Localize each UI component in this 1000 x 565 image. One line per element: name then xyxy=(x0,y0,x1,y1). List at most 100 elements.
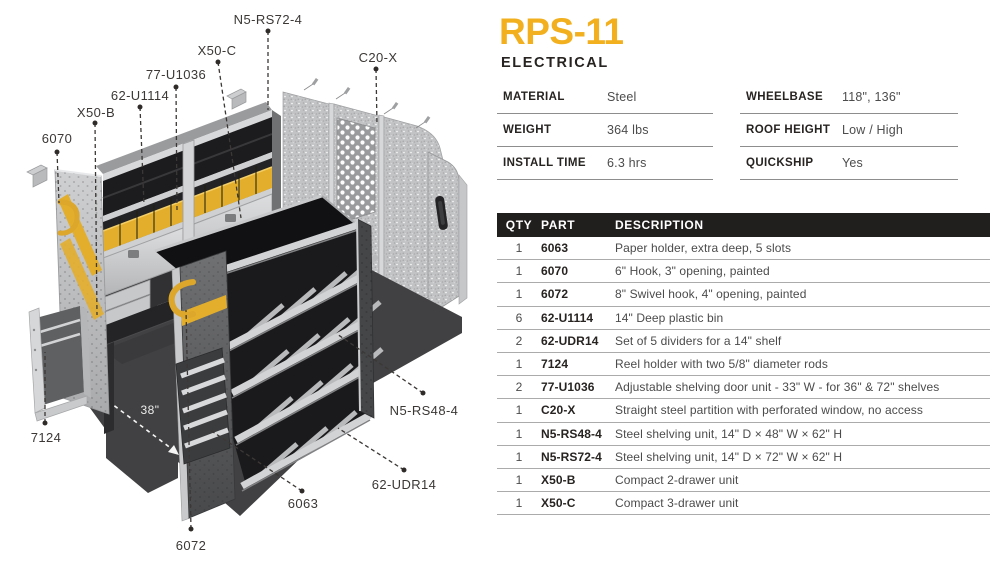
cell-part: 77-U1036 xyxy=(541,380,595,395)
callout-n5-rs72-4: N5-RS72-4 xyxy=(233,12,303,27)
spec-column-left: MATERIAL Steel WEIGHT 364 lbs INSTALL TI… xyxy=(497,81,713,180)
parts-table-body: 1 6063 Paper holder, extra deep, 5 slots… xyxy=(497,237,990,516)
angle-bracket xyxy=(26,88,247,188)
center-upright-panel xyxy=(168,250,236,522)
cell-part: X50-C xyxy=(541,496,576,511)
cell-description: Steel shelving unit, 14" D × 48" W × 62"… xyxy=(615,426,843,441)
callout-77-u1036: 77-U1036 xyxy=(145,67,207,82)
callout-62-u1114: 62-U1114 xyxy=(110,88,170,103)
callout-x50-b: X50-B xyxy=(76,105,116,120)
cell-part: C20-X xyxy=(541,403,576,418)
spec-column-right: WHEELBASE 118", 136" ROOF HEIGHT Low / H… xyxy=(740,81,958,180)
cell-part: N5-RS48-4 xyxy=(541,426,602,441)
cell-qty: 1 xyxy=(515,241,523,256)
partition-door-handle xyxy=(435,195,448,230)
parts-table-header: QTY PART DESCRIPTION xyxy=(497,213,990,237)
callout-7124: 7124 xyxy=(30,430,62,445)
spec-label: MATERIAL xyxy=(503,91,565,103)
cell-description: 6" Hook, 3" opening, painted xyxy=(615,264,770,279)
spec-row-wheelbase: WHEELBASE 118", 136" xyxy=(740,81,958,114)
mounting-screws xyxy=(303,77,431,129)
callout-6070: 6070 xyxy=(41,131,73,146)
callout-6072: 6072 xyxy=(175,538,207,553)
spec-row-roof-height: ROOF HEIGHT Low / High xyxy=(740,114,958,147)
callout-n5-rs48-4: N5-RS48-4 xyxy=(389,403,459,418)
cell-qty: 1 xyxy=(515,264,523,279)
callout-dots xyxy=(42,28,426,532)
table-row: 1 X50-C Compact 3-drawer unit xyxy=(497,492,990,516)
table-row: 1 X50-B Compact 2-drawer unit xyxy=(497,469,990,493)
column-header-description: DESCRIPTION xyxy=(615,218,704,232)
table-row: 1 6063 Paper holder, extra deep, 5 slots xyxy=(497,237,990,261)
table-row: 1 N5-RS72-4 Steel shelving unit, 14" D ×… xyxy=(497,446,990,469)
spec-row-install-time: INSTALL TIME 6.3 hrs xyxy=(497,147,713,180)
cell-description: Compact 2-drawer unit xyxy=(615,472,739,487)
table-row: 1 C20-X Straight steel partition with pe… xyxy=(497,399,990,423)
cell-part: 6063 xyxy=(541,241,569,256)
partition-perforated-window xyxy=(336,117,376,225)
product-info-panel: RPS-11 ELECTRICAL MATERIAL Steel WEIGHT … xyxy=(497,0,991,560)
cell-qty: 1 xyxy=(515,449,523,464)
hook-6070 xyxy=(57,199,80,236)
callout-c20-x: C20-X xyxy=(358,50,398,65)
cell-qty: 1 xyxy=(515,287,523,302)
spec-value: 118", 136" xyxy=(842,90,901,104)
spec-grid: MATERIAL Steel WEIGHT 364 lbs INSTALL TI… xyxy=(497,81,991,180)
cell-part: 7124 xyxy=(541,357,569,372)
van-shelving-isometric-drawing xyxy=(26,28,468,532)
cell-qty: 1 xyxy=(515,426,523,441)
cell-part: N5-RS72-4 xyxy=(541,449,602,464)
swivel-hook-6072 xyxy=(168,279,196,318)
spec-label: WEIGHT xyxy=(503,124,552,136)
cell-qty: 1 xyxy=(515,472,523,487)
cell-description: 8" Swivel hook, 4" opening, painted xyxy=(615,287,807,302)
shelf-rails xyxy=(186,221,372,492)
short-shelving-unit xyxy=(154,194,384,492)
callout-6063: 6063 xyxy=(287,496,319,511)
cell-part: 62-U1114 xyxy=(541,310,594,325)
table-row: 2 77-U1036 Adjustable shelving door unit… xyxy=(497,376,990,400)
table-row: 1 6070 6" Hook, 3" opening, painted xyxy=(497,260,990,284)
cell-qty: 2 xyxy=(515,380,523,395)
cell-qty: 6 xyxy=(515,310,523,325)
table-row: 6 62-U1114 14" Deep plastic bin xyxy=(497,307,990,330)
cell-description: Straight steel partition with perforated… xyxy=(615,403,923,418)
table-row: 1 7124 Reel holder with two 5/8" diamete… xyxy=(497,353,990,377)
cell-qty: 1 xyxy=(515,496,523,511)
cell-description: Adjustable shelving door unit - 33" W - … xyxy=(615,380,940,395)
paper-holder xyxy=(175,347,231,465)
table-row: 1 6072 8" Swivel hook, 4" opening, paint… xyxy=(497,283,990,307)
table-row: 1 N5-RS48-4 Steel shelving unit, 14" D ×… xyxy=(497,423,990,446)
spec-label: QUICKSHIP xyxy=(746,157,814,169)
page-title: RPS-11 xyxy=(499,11,624,52)
callout-x50-c: X50-C xyxy=(197,43,237,58)
cell-part: 6072 xyxy=(541,287,569,302)
column-header-part: PART xyxy=(541,218,576,232)
parts-table: QTY PART DESCRIPTION 1 6063 Paper holder… xyxy=(497,213,990,516)
cell-qty: 1 xyxy=(515,357,523,372)
spec-label: ROOF HEIGHT xyxy=(746,124,831,136)
column-header-qty: QTY xyxy=(505,218,533,232)
cell-description: Paper holder, extra deep, 5 slots xyxy=(615,241,792,256)
spec-row-weight: WEIGHT 364 lbs xyxy=(497,114,713,147)
spec-value: Yes xyxy=(842,156,863,170)
page-subtitle: ELECTRICAL xyxy=(501,55,609,71)
cell-description: Reel holder with two 5/8" diameter rods xyxy=(615,357,828,372)
cell-description: Steel shelving unit, 14" D × 72" W × 62"… xyxy=(615,449,843,464)
spec-label: INSTALL TIME xyxy=(503,157,586,169)
cell-part: 62-UDR14 xyxy=(541,333,599,348)
spec-row-material: MATERIAL Steel xyxy=(497,81,713,114)
cell-description: Set of 5 dividers for a 14" shelf xyxy=(615,333,782,348)
spec-value: Steel xyxy=(607,90,637,104)
spec-label: WHEELBASE xyxy=(746,91,824,103)
cell-description: Compact 3-drawer unit xyxy=(615,496,739,511)
product-illustration: N5-RS72-4 X50-C 77-U1036 62-U1114 X50-B … xyxy=(0,0,500,560)
spec-row-quickship: QUICKSHIP Yes xyxy=(740,147,958,180)
cell-part: X50-B xyxy=(541,472,576,487)
cell-qty: 2 xyxy=(515,333,523,348)
callout-62-udr14: 62-UDR14 xyxy=(371,477,437,492)
yellow-stripe xyxy=(181,295,227,326)
callout-leader-lines xyxy=(44,31,424,530)
reel-holder xyxy=(28,306,91,422)
